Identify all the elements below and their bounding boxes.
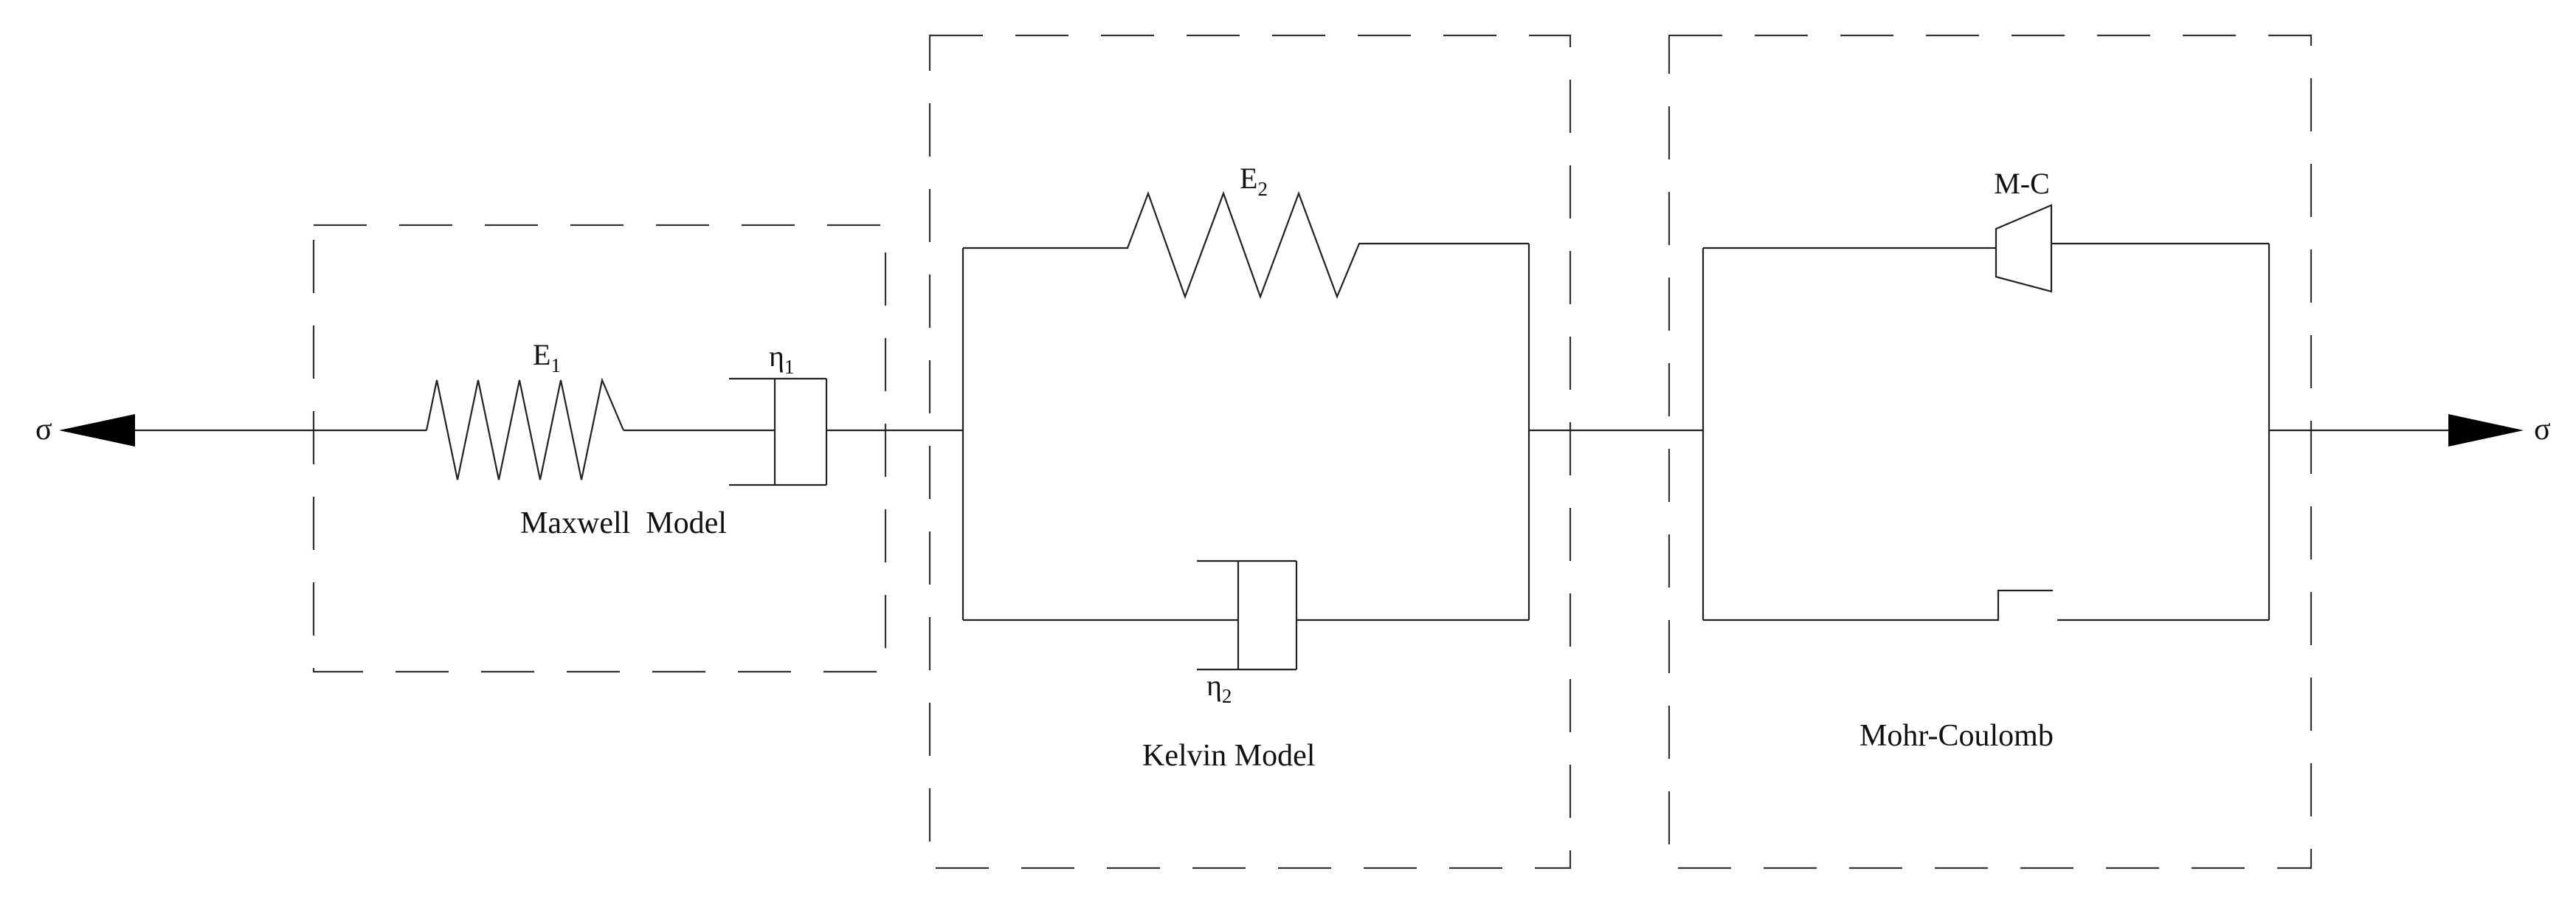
kelvin-dashpot-label: η2 [1206,669,1232,707]
left-stress-label: σ [35,413,52,447]
maxwell-spring-label: E1 [533,338,561,376]
kelvin-spring-label: E2 [1240,162,1268,200]
left-stress-arrow: σ [35,413,311,447]
maxwell-dashpot-eta1 [729,377,828,486]
maxwell-model-title: Maxwell Model [520,506,727,540]
mohr-coulomb-group: M-C Mohr-Coulomb [1668,34,2313,870]
kelvin-model-title: Kelvin Model [1142,739,1315,773]
left-arrowhead [59,414,135,447]
mohr-coulomb-title: Mohr-Coulomb [1860,719,2054,753]
maxwell-model-group: E1 η1 Maxwell Model [311,224,963,673]
kelvin-model-group: E2 η2 Kelvin Model [928,34,1703,870]
kelvin-spring-e2 [963,190,1529,300]
right-arrowhead [2448,414,2524,447]
right-stress-label: σ [2534,413,2551,447]
maxwell-model-boundary [312,224,887,673]
right-stress-arrow: σ [2269,413,2551,447]
mc-bottom-left-wire [1703,589,2053,622]
mohr-coulomb-boundary [1668,34,2313,870]
maxwell-spring-e1 [425,377,625,481]
mc-slider-element [1995,204,2053,293]
maxwell-dashpot-label: η1 [769,340,794,378]
kelvin-model-boundary [928,34,1572,870]
mc-slider-label: M-C [1994,167,2050,200]
kelvin-dashpot-eta2 [1197,560,1298,671]
